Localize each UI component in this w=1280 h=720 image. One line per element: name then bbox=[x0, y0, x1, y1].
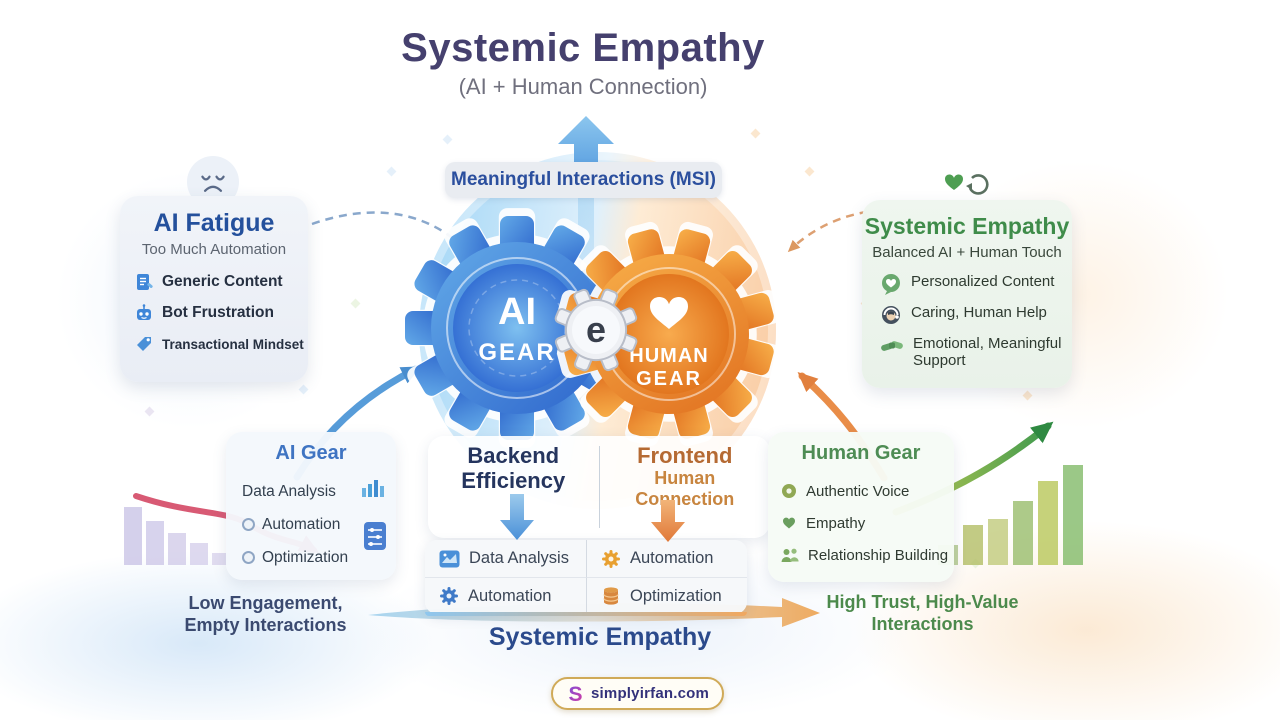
ai-fatigue-title: AI Fatigue bbox=[153, 209, 275, 237]
list-item-label: Authentic Voice bbox=[806, 482, 910, 500]
grid-cell: Data Analysis bbox=[425, 540, 586, 577]
sparkle-icon bbox=[804, 166, 815, 177]
backend-label-line2: Efficiency bbox=[461, 467, 566, 493]
heart-icon bbox=[783, 517, 795, 529]
msi-badge: Meaningful Interactions (MSI) bbox=[445, 162, 722, 198]
sparkle-icon bbox=[970, 558, 981, 569]
list-item: Bot Frustration bbox=[134, 303, 308, 323]
brand-pill[interactable]: S simplyirfan.com bbox=[551, 677, 725, 710]
brand-logo-icon: S bbox=[568, 683, 582, 705]
ai-fatigue-dashed-arrow bbox=[311, 211, 465, 249]
rising-bar-chart bbox=[938, 465, 1083, 565]
frontend-label-line2: Human bbox=[654, 468, 716, 489]
list-item-label: Caring, Human Help bbox=[911, 304, 1047, 321]
robot-icon bbox=[137, 304, 151, 320]
high-trust-line2: Interactions bbox=[871, 613, 974, 634]
page-title: Systemic Empathy bbox=[401, 26, 765, 70]
list-item-label: Personalized Content bbox=[911, 273, 1055, 290]
data-analysis-icon bbox=[439, 550, 460, 567]
brand-url[interactable]: simplyirfan.com bbox=[591, 685, 710, 702]
database-icon bbox=[603, 587, 619, 605]
ai-fatigue-card: AI Fatigue Too Much Automation Generic C… bbox=[120, 196, 308, 382]
grid-cell: Automation bbox=[425, 577, 586, 614]
list-item-label: Automation bbox=[262, 515, 341, 533]
list-item: Caring, Human Help bbox=[880, 304, 1072, 326]
circle-bullet-icon bbox=[242, 551, 255, 564]
support-agent-icon bbox=[882, 306, 900, 324]
high-trust-text: High Trust, High-Value Interactions bbox=[820, 592, 1025, 636]
grid-cell: Automation bbox=[586, 540, 747, 577]
heart-refresh-icon bbox=[942, 170, 994, 203]
systemic-empathy-card: Systemic Empathy Balanced AI + Human Tou… bbox=[862, 200, 1072, 388]
list-item-label: Bot Frustration bbox=[162, 304, 274, 321]
low-engagement-text: Low Engagement, Empty Interactions bbox=[158, 593, 373, 637]
list-item-label: Data Analysis bbox=[242, 482, 336, 500]
human-gear-card-title: Human Gear bbox=[801, 442, 921, 464]
gear-orange-icon bbox=[602, 549, 620, 568]
systemic-empathy-title: Systemic Empathy bbox=[864, 213, 1070, 239]
list-item-label: Emotional, Meaningful Support bbox=[913, 335, 1062, 370]
backend-label-line1: Backend bbox=[467, 443, 560, 468]
low-engagement-line2: Empty Interactions bbox=[184, 614, 347, 635]
list-item: Empathy bbox=[780, 507, 954, 539]
ai-gear-card: AI Gear Data Analysis Automation Optimiz… bbox=[226, 432, 396, 580]
sparkle-icon bbox=[298, 384, 309, 395]
list-item-label: Transactional Mindset bbox=[162, 336, 304, 352]
list-item: Emotional, Meaningful Support bbox=[880, 335, 1072, 370]
list-item: Transactional Mindset bbox=[134, 334, 308, 354]
control-panel-icon bbox=[364, 522, 386, 550]
handshake-icon bbox=[881, 341, 903, 351]
sparkle-icon bbox=[350, 298, 361, 309]
frontend-column: Frontend Human Connection bbox=[600, 436, 771, 538]
grid-cell-label: Data Analysis bbox=[469, 549, 569, 567]
header: Systemic Empathy (AI + Human Connection) bbox=[283, 26, 883, 100]
ai-fatigue-subtitle: Too Much Automation bbox=[141, 241, 287, 258]
list-item-label: Optimization bbox=[262, 548, 349, 566]
document-icon bbox=[137, 274, 153, 290]
panel-divider bbox=[598, 446, 600, 528]
backend-frontend-panel: Backend Efficiency Frontend Human Connec… bbox=[428, 436, 770, 538]
grid-cell-label: Optimization bbox=[630, 586, 722, 605]
human-gear-card: Human Gear Authentic Voice Empathy Relat… bbox=[768, 432, 954, 582]
high-trust-line1: High Trust, High-Value bbox=[826, 592, 1019, 612]
people-icon bbox=[781, 548, 799, 562]
gear-blue-icon bbox=[440, 587, 458, 605]
sparkle-icon bbox=[386, 166, 397, 177]
list-item-label: Generic Content bbox=[162, 273, 283, 290]
circle-bullet-icon bbox=[242, 518, 255, 531]
frontend-label-line1: Frontend bbox=[637, 443, 733, 468]
price-tag-icon bbox=[137, 337, 151, 351]
list-item: Personalized Content bbox=[880, 273, 1072, 295]
voice-icon bbox=[782, 484, 796, 498]
grid-cell: Optimization bbox=[586, 577, 747, 614]
sparkle-icon bbox=[1022, 390, 1033, 401]
bar-chart-icon bbox=[362, 480, 384, 497]
sparkle-icon bbox=[442, 134, 453, 145]
grid-cell-label: Automation bbox=[468, 586, 552, 605]
msi-badge-label: Meaningful Interactions (MSI) bbox=[451, 169, 716, 190]
brand-logo-letter: S bbox=[568, 683, 582, 705]
grid-cell-label: Automation bbox=[630, 549, 714, 567]
grid-gradient-accent bbox=[425, 612, 747, 616]
list-item-label: Relationship Building bbox=[808, 546, 949, 564]
systemic-empathy-subtitle: Balanced AI + Human Touch bbox=[872, 244, 1062, 261]
frontend-label-line3: Connection bbox=[635, 488, 735, 509]
heart-bubble-icon bbox=[882, 274, 900, 295]
backend-column: Backend Efficiency bbox=[428, 436, 599, 538]
page-subtitle: (AI + Human Connection) bbox=[458, 74, 708, 99]
list-item-label: Empathy bbox=[806, 514, 866, 532]
ai-gear-card-title: AI Gear bbox=[275, 442, 347, 464]
low-engagement-line1: Low Engagement, bbox=[188, 593, 343, 613]
list-item: Relationship Building bbox=[780, 539, 954, 571]
declining-bar-chart bbox=[124, 507, 230, 565]
sparkle-icon bbox=[750, 128, 761, 139]
feature-grid: Data Analysis Automation Automation Opti… bbox=[425, 540, 747, 614]
systemic-empathy-caption: Systemic Empathy bbox=[488, 623, 712, 651]
list-item: Generic Content bbox=[134, 272, 308, 292]
sparkle-icon bbox=[144, 406, 155, 417]
list-item: Authentic Voice bbox=[780, 475, 954, 507]
